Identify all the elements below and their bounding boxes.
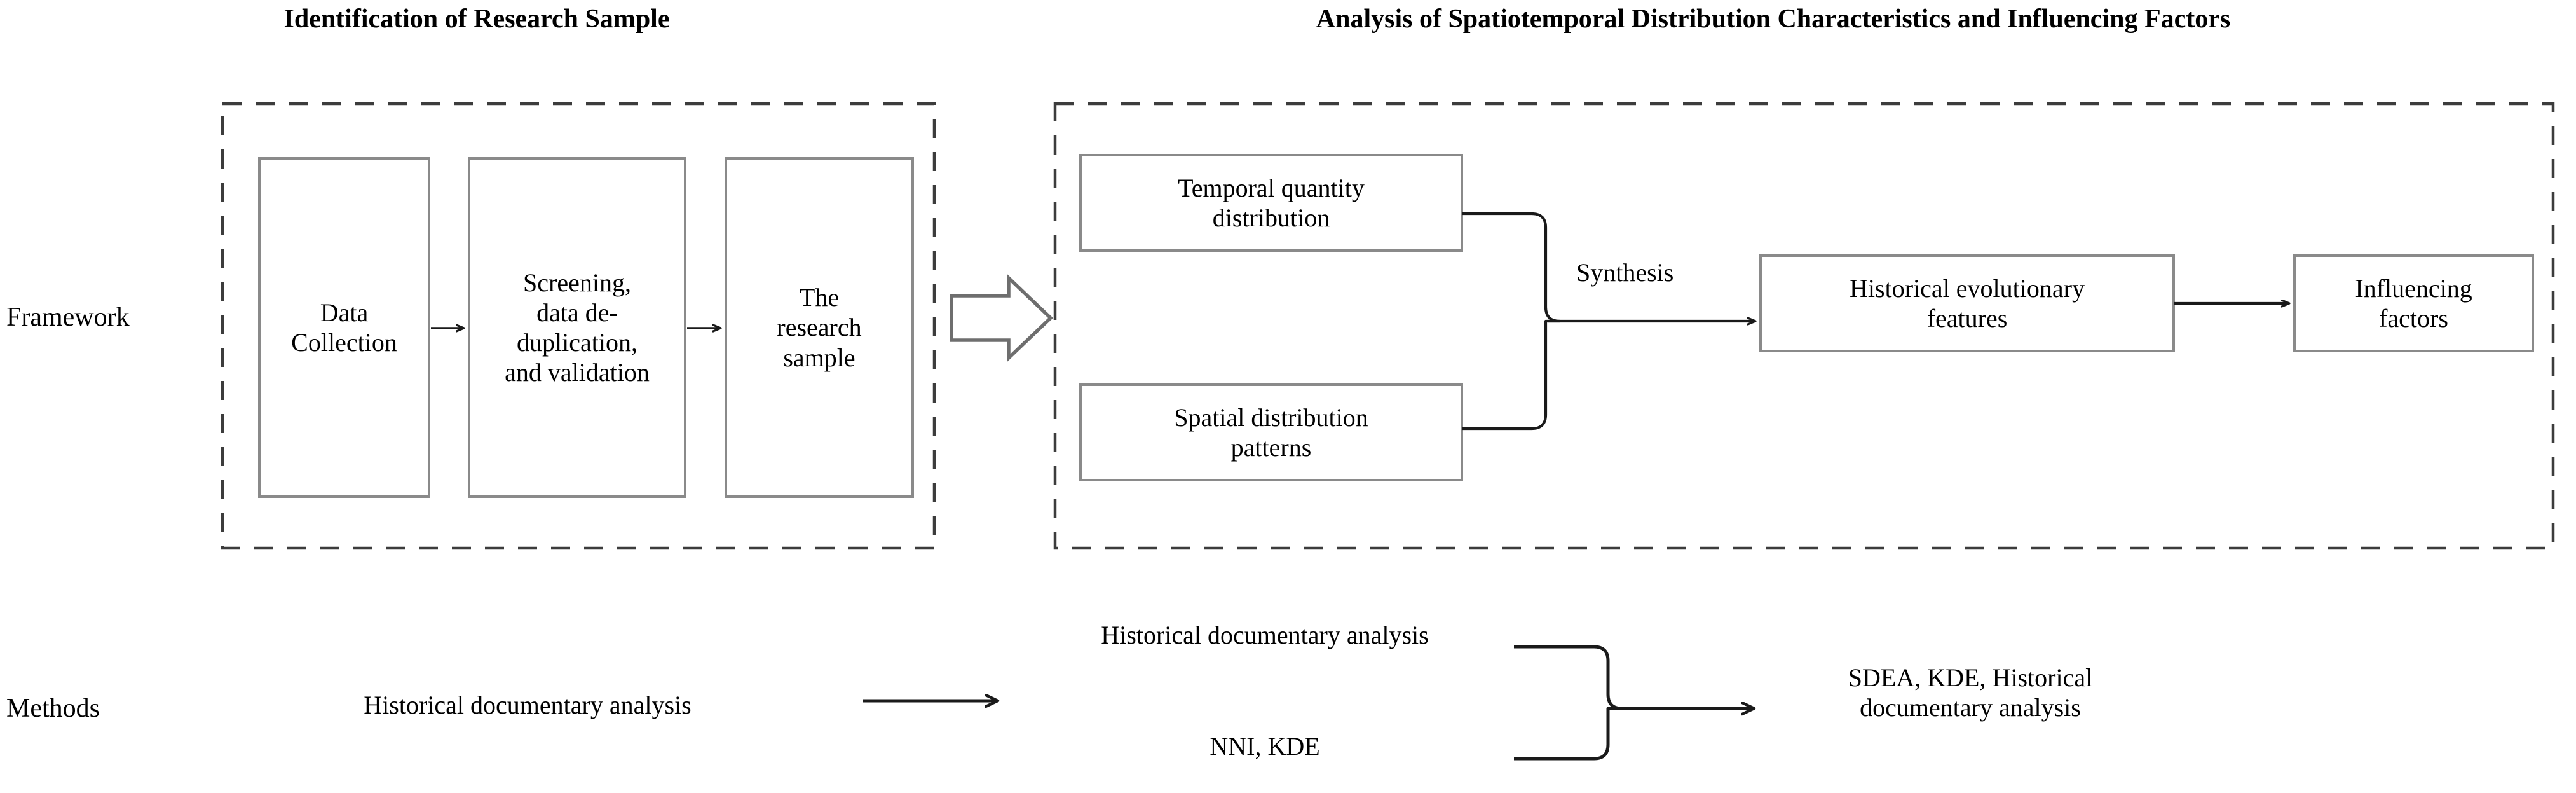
methods-merge-connector-icon <box>1514 645 1624 761</box>
row-label-methods: Methods <box>6 694 100 723</box>
box-label-screening-dedup-validation: Screening, data de- duplication, and val… <box>505 268 650 387</box>
section-title-left: Identification of Research Sample <box>283 4 670 34</box>
block-arrow-right-icon <box>950 273 1053 362</box>
box-label-influencing-factors: Influencing factors <box>2355 273 2472 333</box>
methods-stage2-top-label: Historical documentary analysis <box>1101 621 1429 649</box>
merge-connector-icon <box>1462 212 1562 431</box>
connector-label-synthesis: Synthesis <box>1576 258 1674 287</box>
methods-stage2-result-label: SDEA, KDE, Historical documentary analys… <box>1848 663 2093 722</box>
box-label-spatial-distribution-patterns: Spatial distribution patterns <box>1174 403 1368 462</box>
methods-stage2-bottom-label: NNI, KDE <box>1210 732 1320 761</box>
box-label-historical-evolutionary-features: Historical evolutionary features <box>1850 273 2085 333</box>
row-label-framework: Framework <box>6 303 130 332</box>
box-label-the-research-sample: The research sample <box>777 283 862 372</box>
section-title-right: Analysis of Spatiotemporal Distribution … <box>1316 4 2231 34</box>
box-label-data-collection: Data Collection <box>291 298 397 357</box>
methods-stage1-label: Historical documentary analysis <box>364 691 692 719</box>
box-label-temporal-quantity-distribution: Temporal quantity distribution <box>1178 173 1365 232</box>
